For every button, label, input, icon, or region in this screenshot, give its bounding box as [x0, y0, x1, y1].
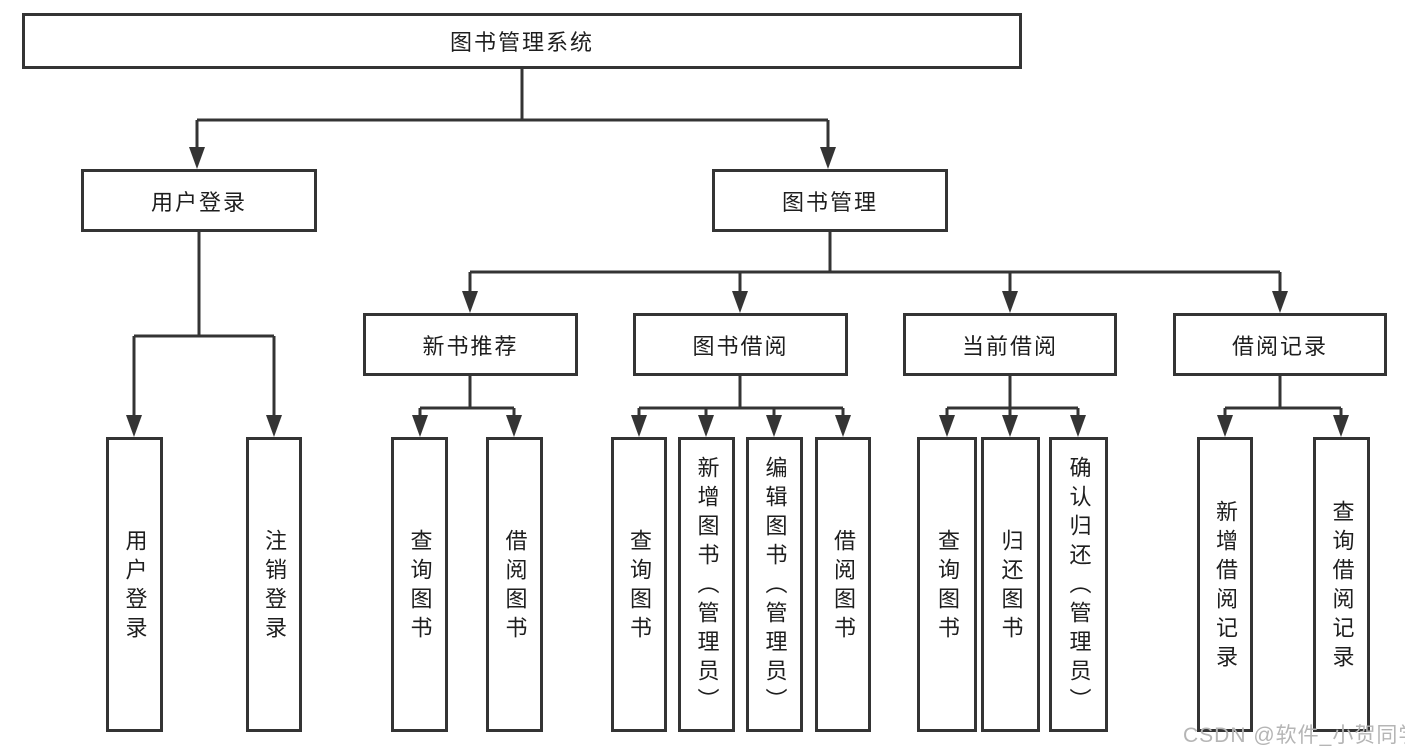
- arrowhead: [939, 415, 955, 437]
- node-borrow-records-label: 借阅记录: [1231, 333, 1328, 359]
- arrowhead: [1002, 415, 1018, 437]
- node-book-borrow: 图书借阅: [633, 313, 848, 376]
- connectors-records-branch: [1217, 376, 1349, 437]
- leaf-label: 查询图书: [627, 528, 652, 645]
- connectors-management-to-level3: [462, 232, 1288, 313]
- connectors-borrow-branch: [631, 376, 851, 437]
- leaf-label: 新增借阅记录: [1213, 499, 1238, 674]
- node-current-borrow: 当前借阅: [903, 313, 1117, 376]
- arrowhead: [631, 415, 647, 437]
- csdn-watermark: CSDN @软件_小贺同学: [1183, 724, 1405, 747]
- leaf-recommend-query-books: 查询图书: [391, 437, 448, 732]
- arrowhead: [266, 415, 282, 437]
- arrowhead: [835, 415, 851, 437]
- arrowhead: [462, 291, 478, 313]
- leaf-label: 确认归还（管理员）: [1066, 456, 1092, 717]
- arrowhead: [1070, 415, 1086, 437]
- arrowhead: [126, 415, 142, 437]
- node-borrow-records: 借阅记录: [1173, 313, 1387, 376]
- leaf-label: 编辑图书（管理员）: [762, 456, 788, 717]
- node-root-label: 图书管理系统: [449, 30, 594, 55]
- arrowhead: [506, 415, 522, 437]
- node-new-book-recommend-label: 新书推荐: [422, 333, 519, 359]
- arrowhead: [820, 147, 836, 169]
- leaf-label: 查询图书: [407, 528, 433, 645]
- leaf-label: 归还图书: [998, 528, 1024, 645]
- leaf-records-add-record: 新增借阅记录: [1197, 437, 1253, 732]
- arrowhead: [1217, 415, 1233, 437]
- connectors-recommend-branch: [412, 376, 522, 437]
- node-book-borrow-label: 图书借阅: [692, 333, 789, 359]
- node-book-management: 图书管理: [712, 169, 948, 232]
- leaf-user-login: 用户登录: [106, 437, 163, 732]
- connectors-root-to-level2: [189, 69, 836, 169]
- leaf-label: 用户登录: [122, 528, 148, 645]
- leaf-label: 查询图书: [935, 528, 960, 645]
- node-user-login-label: 用户登录: [150, 189, 247, 215]
- arrowhead: [412, 415, 428, 437]
- node-user-login: 用户登录: [81, 169, 317, 232]
- leaf-current-query-books: 查询图书: [917, 437, 977, 732]
- leaf-logout: 注销登录: [246, 437, 302, 732]
- arrowhead: [732, 291, 748, 313]
- leaf-label: 借阅图书: [831, 528, 856, 645]
- node-root: 图书管理系统: [22, 13, 1022, 69]
- arrowhead: [1002, 291, 1018, 313]
- node-current-borrow-label: 当前借阅: [961, 333, 1058, 359]
- leaf-records-query-record: 查询借阅记录: [1313, 437, 1370, 732]
- leaf-label: 注销登录: [262, 528, 287, 645]
- leaf-label: 借阅图书: [502, 528, 528, 645]
- connectors-login-branch: [126, 232, 282, 437]
- leaf-label: 查询借阅记录: [1329, 499, 1355, 674]
- leaf-label: 新增图书（管理员）: [694, 456, 720, 717]
- node-new-book-recommend: 新书推荐: [363, 313, 578, 376]
- arrowhead: [189, 147, 205, 169]
- arrowhead: [1272, 291, 1288, 313]
- arrowhead: [698, 415, 714, 437]
- leaf-borrow-edit-books-admin: 编辑图书（管理员）: [746, 437, 803, 732]
- leaf-current-confirm-return-admin: 确认归还（管理员）: [1049, 437, 1108, 732]
- leaf-borrow-add-books-admin: 新增图书（管理员）: [678, 437, 735, 732]
- arrowhead: [766, 415, 782, 437]
- connectors-current-branch: [939, 376, 1086, 437]
- leaf-borrow-query-books: 查询图书: [611, 437, 667, 732]
- node-book-management-label: 图书管理: [781, 189, 878, 215]
- leaf-current-return-books: 归还图书: [981, 437, 1040, 732]
- arrowhead: [1333, 415, 1349, 437]
- leaf-recommend-borrow-books: 借阅图书: [486, 437, 543, 732]
- leaf-borrow-borrow-books: 借阅图书: [815, 437, 871, 732]
